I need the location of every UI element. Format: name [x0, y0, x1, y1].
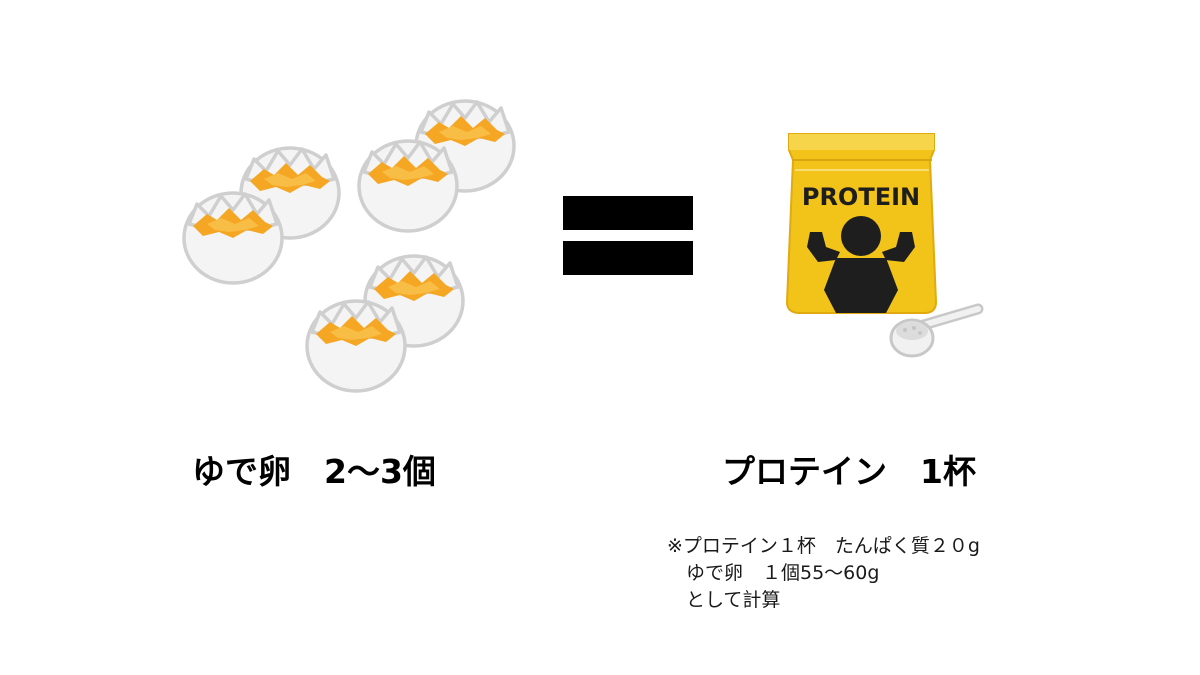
boiled-eggs-illustration	[182, 99, 516, 393]
equals-sign-top-bar	[563, 196, 693, 230]
protein-pouch-icon: PROTEIN	[785, 133, 938, 314]
muscle-silhouette-icon	[807, 216, 915, 313]
note-line: ゆで卵 １個55～60g	[667, 562, 880, 584]
boiled-egg-caption: ゆで卵 2～3個	[192, 452, 436, 491]
cracked-egg-icon	[357, 139, 459, 233]
protein-pouch-illustration: PROTEIN	[785, 133, 984, 358]
pouch-label: PROTEIN	[802, 183, 920, 211]
cracked-egg-icon	[182, 191, 284, 285]
note-line: ※プロテイン１杯 たんぱく質２０g	[667, 535, 980, 557]
equals-sign-bottom-bar	[563, 241, 693, 275]
scoop-icon	[889, 303, 984, 358]
calculation-note: ※プロテイン１杯 たんぱく質２０g ゆで卵 １個55～60g として計算	[667, 533, 980, 614]
protein-caption: プロテイン 1杯	[722, 452, 976, 491]
note-line: として計算	[667, 589, 781, 611]
cracked-egg-icon	[305, 299, 407, 393]
